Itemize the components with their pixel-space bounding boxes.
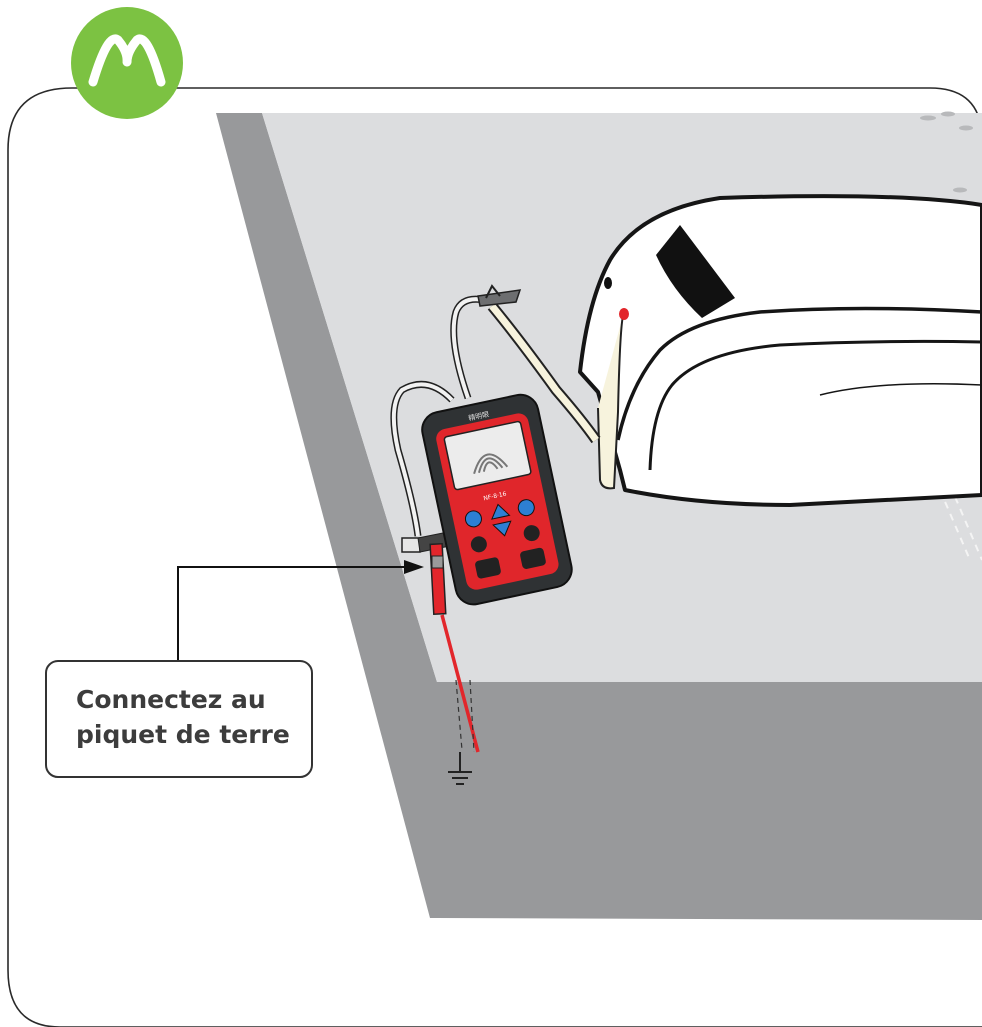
slab-front-face: [437, 682, 982, 920]
callout-text: Connectez au piquet de terre: [48, 662, 310, 774]
callout-line-2: piquet de terre: [76, 717, 310, 752]
callout-line-1: Connectez au: [76, 682, 310, 717]
brand-logo-m-icon: [71, 7, 183, 119]
charging-station: [580, 196, 982, 505]
